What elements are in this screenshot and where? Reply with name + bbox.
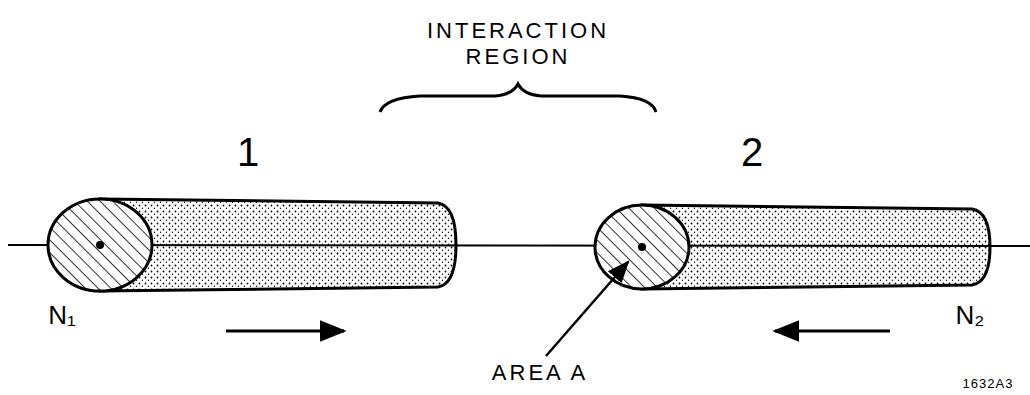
direction-arrow [226,330,344,333]
figure-id: 1632A3 [963,376,1014,392]
beam-axis [8,245,1030,246]
beam-2-body [642,205,990,289]
particle-count: N₂ [956,300,985,331]
beam-2-cross-section [595,205,689,289]
direction-arrow [775,330,890,333]
beam-number: 2 [741,128,763,176]
beam-1-cross-section [48,199,152,291]
area-leader [546,262,628,356]
particle-count: N₁ [48,300,76,331]
region-label: INTERACTION REGION [418,18,618,71]
interaction-brace [380,84,656,112]
beam-number: 1 [237,128,259,176]
area-label: AREA A [492,360,588,386]
